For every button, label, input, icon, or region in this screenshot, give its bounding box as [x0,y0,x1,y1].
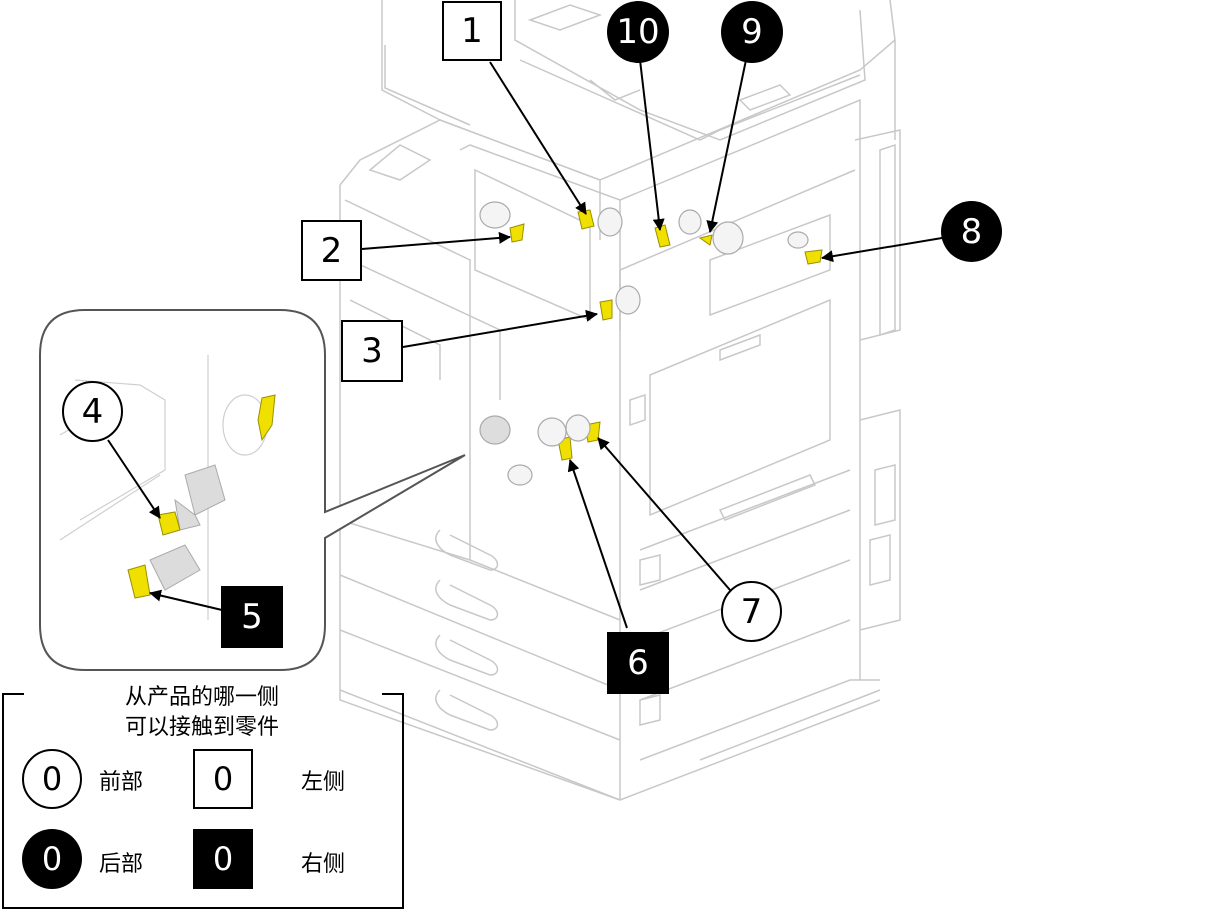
leader-1 [489,61,587,215]
leader-5 [149,589,223,611]
legend-rear-label: 后部 [99,852,144,877]
legend-front-symbol: 0 [22,749,82,809]
legend-title-line2: 可以接触到零件 [124,715,279,740]
callout-1: 1 [442,1,502,61]
motor-3 [615,285,641,315]
callout-2: 2 [301,220,362,281]
motor-5 [149,544,201,591]
motor-9a [678,209,702,235]
motor-1 [597,207,623,237]
legend-right-label: 右侧 [301,852,346,877]
callout-4: 4 [62,381,123,442]
legend-frame-top-left [2,693,24,695]
motor-7 [565,414,591,442]
connector-8 [804,249,823,265]
callout-5: 5 [221,586,283,648]
connector-10 [654,224,671,248]
leader-6 [567,459,628,629]
detail-inset [39,309,466,671]
legend-right-symbol: 0 [193,829,253,889]
legend-frame [2,693,404,909]
connector-4 [157,511,181,536]
callout-9: 9 [721,1,783,63]
legend: 从产品的哪一侧 可以接触到零件 0 前部 0 左侧 0 后部 0 右侧 [2,685,404,909]
motor-left-a [479,415,511,445]
motor-2 [479,201,511,229]
motor-9b [712,221,744,255]
legend-title-line1: 从产品的哪一侧 [124,685,279,710]
legend-left-symbol: 0 [193,749,253,809]
leader-7 [597,437,731,591]
legend-frame-top-right [382,693,402,695]
leader-9 [706,59,747,233]
legend-front-label: 前部 [99,770,144,795]
leader-4 [107,439,161,519]
callout-6: 6 [607,632,669,694]
leader-10 [639,59,665,231]
leader-3 [402,309,598,348]
connector-2 [509,223,525,243]
callout-7: 7 [721,581,782,642]
legend-left-label: 左侧 [301,770,346,795]
callout-8: 8 [941,201,1002,262]
leader-2 [361,231,511,250]
connector-9 [698,234,713,246]
motor-left-b [507,464,533,486]
connector-inset-top [257,394,276,442]
motor-8 [787,231,809,249]
motor-4 [174,464,226,531]
motor-6 [537,417,567,447]
callout-10: 10 [607,1,669,63]
callout-3: 3 [341,320,403,382]
printer-outline [339,0,901,801]
connector-3 [599,299,613,321]
leader-8 [821,237,943,263]
legend-rear-symbol: 0 [22,829,82,889]
